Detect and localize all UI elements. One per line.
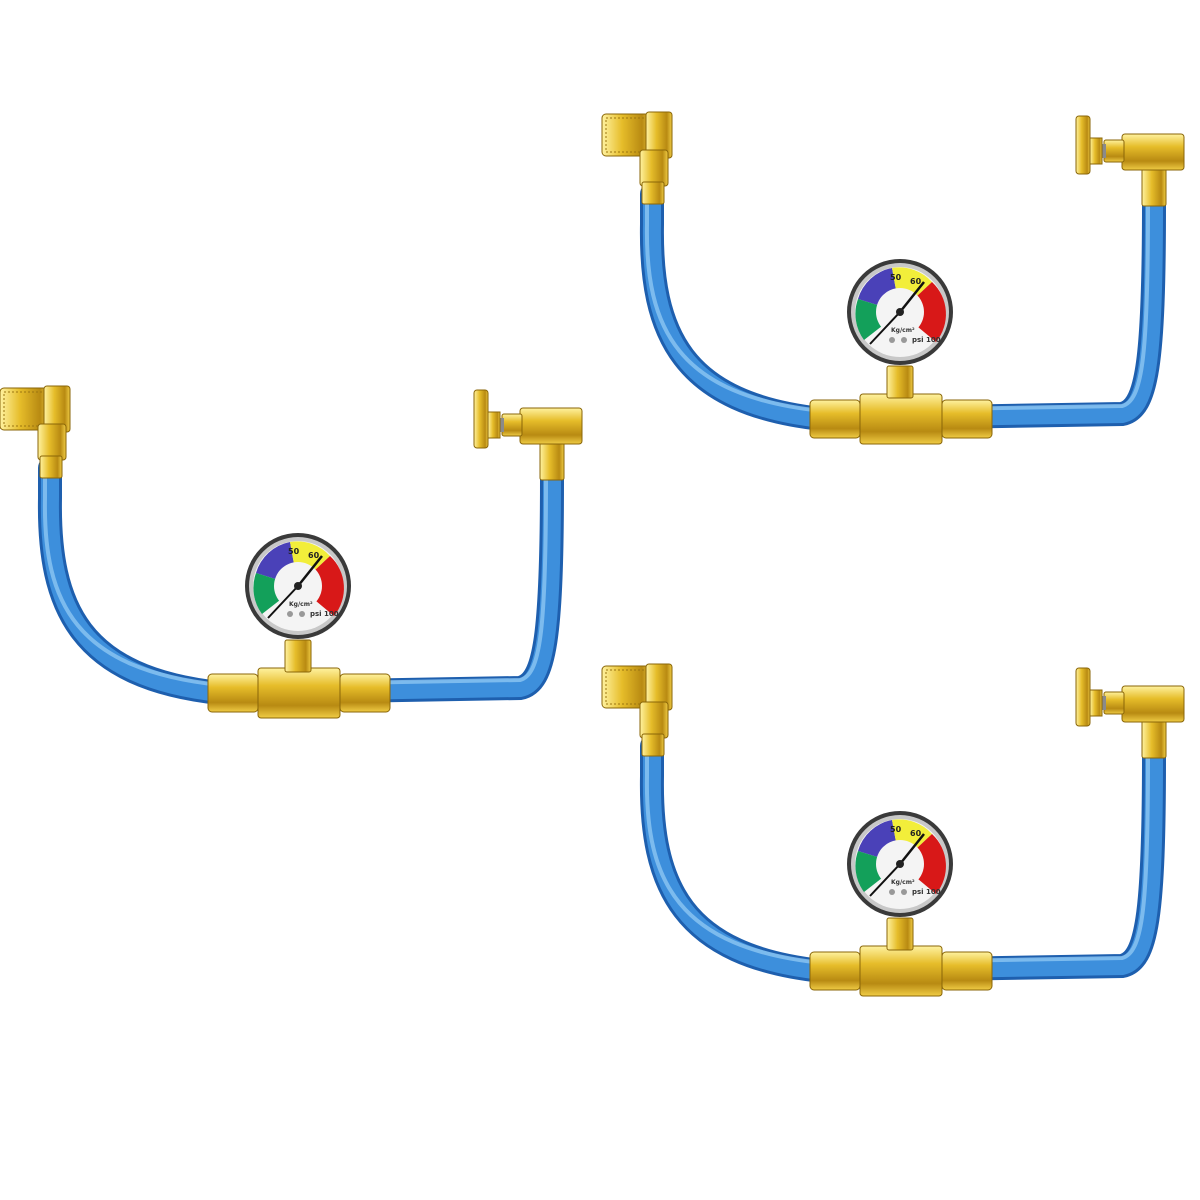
gauge-tick-60: 60	[910, 829, 922, 838]
gauge-tick-50: 50	[890, 273, 902, 282]
gauge-unit-top: Kg/cm²	[289, 601, 313, 608]
gauge-unit-top: Kg/cm²	[891, 327, 915, 334]
gauge-tick-50: 50	[890, 825, 902, 834]
gauge-tick-60: 60	[308, 551, 320, 560]
gauge-unit-bottom: psi 100	[310, 610, 339, 618]
gauge-unit-top: Kg/cm²	[891, 879, 915, 886]
gauge-tick-60: 60	[910, 277, 922, 286]
recharge-hose-kit-1: 50 60 Kg/cm² psi 100	[0, 386, 582, 718]
recharge-hose-kit-2: 50 60 Kg/cm² psi 100	[602, 112, 1184, 444]
gauge-tick-50: 50	[288, 547, 300, 556]
recharge-hose-kit-3: 50 60 Kg/cm² psi 100	[602, 664, 1184, 996]
gauge-unit-bottom: psi 100	[912, 888, 941, 896]
gauge-unit-bottom: psi 100	[912, 336, 941, 344]
